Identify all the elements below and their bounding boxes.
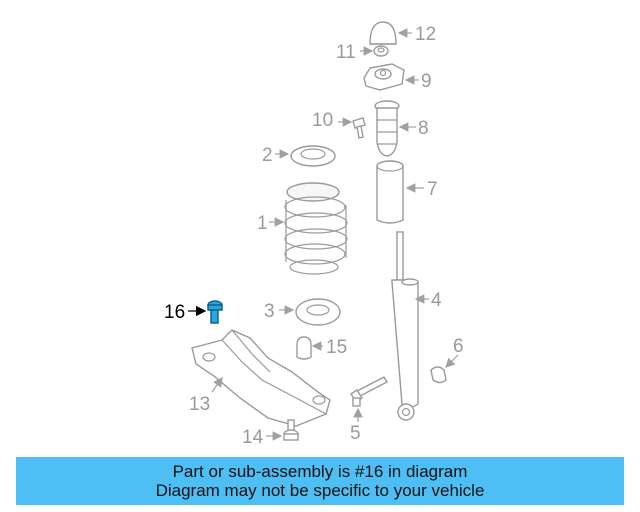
banner-line-2: Diagram may not be specific to your vehi… — [155, 481, 485, 500]
part-4-shock-absorber[interactable] — [391, 231, 419, 421]
part-14-bolt[interactable] — [283, 419, 299, 441]
parts-diagram: 12 11 9 8 10 — [164, 21, 464, 448]
callout-16-label: 16 — [164, 302, 185, 323]
callout-6-label: 6 — [453, 336, 464, 357]
part-15-bushing[interactable] — [296, 336, 312, 360]
callout-2-label: 2 — [262, 145, 273, 166]
part-16-bolt[interactable] — [207, 300, 223, 324]
callout-8-label: 8 — [418, 118, 429, 139]
callout-11-label: 11 — [336, 42, 356, 63]
part-6-bushing[interactable] — [430, 366, 447, 384]
callout-7: 7 — [405, 179, 438, 200]
callout-3: 3 — [264, 301, 295, 322]
callout-7-label: 7 — [427, 179, 438, 200]
part-2-upper-seat[interactable] — [290, 145, 336, 167]
part-11-nut[interactable] — [373, 45, 389, 57]
callout-10: 10 — [312, 110, 353, 131]
callout-3-label: 3 — [264, 301, 275, 322]
part-10-bolt[interactable] — [352, 117, 366, 139]
part-1-coil-spring[interactable] — [284, 182, 348, 275]
callout-2: 2 — [262, 145, 290, 166]
callout-13-label: 13 — [189, 394, 210, 415]
callout-12: 12 — [397, 24, 436, 45]
callout-10-label: 10 — [312, 110, 333, 131]
info-banner: Part or sub-assembly is #16 in diagram D… — [16, 457, 624, 505]
part-9-top-mount[interactable] — [363, 63, 405, 91]
callout-13: 13 — [189, 377, 223, 415]
callout-9: 9 — [404, 71, 432, 92]
callout-9-label: 9 — [421, 71, 432, 92]
callout-15-label: 15 — [326, 337, 347, 358]
callout-16: 16 — [164, 302, 207, 323]
part-5-bolt[interactable] — [350, 376, 388, 407]
callout-1: 1 — [257, 213, 285, 234]
part-8-bump-stop[interactable] — [374, 100, 400, 157]
callout-1-label: 1 — [257, 213, 268, 234]
part-12-cap[interactable] — [369, 21, 397, 45]
callout-11: 11 — [336, 42, 374, 63]
callout-14-label: 14 — [242, 427, 264, 448]
callout-5-label: 5 — [350, 423, 361, 444]
callout-12-label: 12 — [415, 24, 436, 45]
part-3-lower-seat[interactable] — [295, 298, 341, 326]
callout-6: 6 — [445, 336, 464, 368]
callout-4: 4 — [414, 290, 442, 311]
callout-8: 8 — [398, 118, 429, 139]
callout-5: 5 — [350, 407, 363, 444]
callout-4-label: 4 — [431, 290, 442, 311]
callout-14: 14 — [242, 427, 283, 448]
part-7-dust-boot[interactable] — [376, 160, 404, 224]
callout-15: 15 — [311, 337, 347, 358]
banner-line-1: Part or sub-assembly is #16 in diagram — [172, 462, 468, 481]
